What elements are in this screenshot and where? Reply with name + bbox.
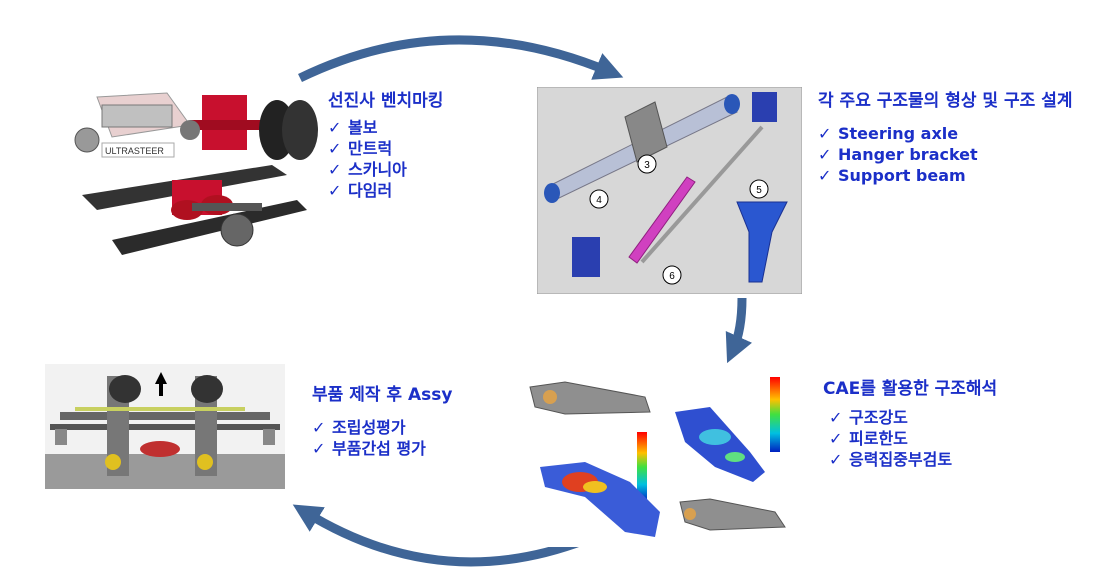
cad-design-image: 3 4 5 6 [537,87,802,294]
stage-benchmark: 선진사 벤치마킹 ✓볼보 ✓만트럭 ✓스카니아 ✓다임러 [328,86,443,201]
assembly-photo [45,364,285,489]
callout-4: 4 [596,195,602,206]
list-item: ✓부품간섭 평가 [312,439,426,458]
stage-design: 각 주요 구조물의 형상 및 구조 설계 ✓Steering axle ✓Han… [818,86,1072,186]
stage-title: 선진사 벤치마킹 [328,91,444,111]
callout-6: 6 [669,271,675,282]
arrow-right [725,297,753,364]
stage-items: ✓조립성평가 ✓부품간섭 평가 [312,417,452,459]
stage-title: 각 주요 구조물의 형상 및 구조 설계 [818,91,1073,111]
list-item: ✓Hanger bracket [818,145,978,164]
callout-3: 3 [644,160,650,171]
stage-title: 부품 제작 후 Assy [312,385,453,405]
cae-analysis-image [525,372,805,547]
list-item: ✓구조강도 [829,408,908,427]
stage-items: ✓구조강도 ✓피로한도 ✓응력집중부검토 [829,407,997,470]
stage-items: ✓볼보 ✓만트럭 ✓스카니아 ✓다임러 [328,117,443,201]
legend-bar-1 [637,432,647,502]
list-item: ✓스카니아 [328,160,407,179]
list-item: ✓볼보 [328,118,378,137]
list-item: ✓Steering axle [818,124,959,143]
stage-title: CAE를 활용한 구조해석 [823,379,998,399]
stage-assembly: 부품 제작 후 Assy ✓조립성평가 ✓부품간섭 평가 [312,380,452,459]
list-item: ✓Support beam [818,166,966,185]
arrow-bottom [292,504,587,567]
list-item: ✓조립성평가 [312,418,406,437]
list-item: ✓응력집중부검토 [829,450,953,469]
stage-cae: CAE를 활용한 구조해석 ✓구조강도 ✓피로한도 ✓응력집중부검토 [823,374,997,470]
callout-5: 5 [756,185,762,196]
list-item: ✓다임러 [328,181,393,200]
stage-items: ✓Steering axle ✓Hanger bracket ✓Support … [818,123,1072,186]
benchmark-suspension-image: ULTRASTEER [72,85,322,260]
ultrasteer-logo [101,142,175,158]
legend-bar-2 [770,377,780,452]
list-item: ✓만트럭 [328,139,393,158]
list-item: ✓피로한도 [829,429,908,448]
arrow-top [298,35,624,83]
logo-text: ULTRASTEER [105,146,164,156]
